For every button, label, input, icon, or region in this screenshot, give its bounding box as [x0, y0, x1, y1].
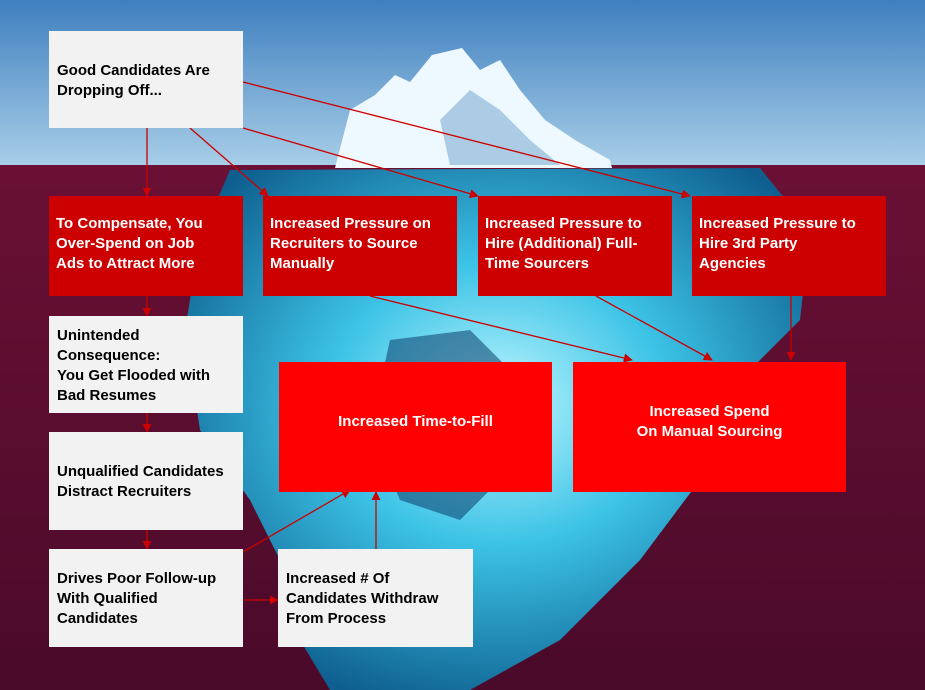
node-unqualified-candidates: Unqualified Candidates Distract Recruite… [49, 432, 243, 530]
node-time-to-fill: Increased Time-to-Fill [279, 362, 552, 492]
node-compensate: To Compensate, You Over-Spend on Job Ads… [49, 196, 243, 296]
node-manual-sourcing-spend: Increased Spend On Manual Sourcing [573, 362, 846, 492]
node-poor-followup: Drives Poor Follow-up With Qualified Can… [49, 549, 243, 647]
node-pressure-sourcers: Increased Pressure to Hire (Additional) … [478, 196, 672, 296]
node-pressure-recruiters: Increased Pressure on Recruiters to Sour… [263, 196, 457, 296]
node-pressure-agencies: Increased Pressure to Hire 3rd Party Age… [692, 196, 886, 296]
node-unintended-consequence: Unintended Consequence: You Get Flooded … [49, 316, 243, 413]
node-candidates-withdraw: Increased # Of Candidates Withdraw From … [278, 549, 473, 647]
node-good-candidates: Good Candidates Are Dropping Off... [49, 31, 243, 128]
